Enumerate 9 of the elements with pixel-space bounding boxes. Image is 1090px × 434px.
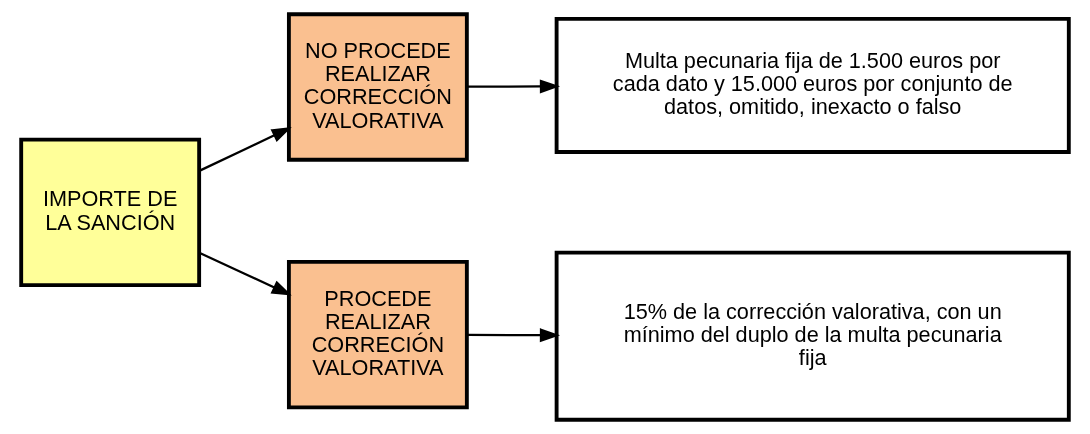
node-box: NO PROCEDE REALIZAR CORRECCIÓN VALORATIVA	[286, 12, 469, 162]
arrow	[199, 252, 292, 296]
node-box: Multa pecunaria fija de 1.500 euros por cada dato y 15.000 euros por conjunto de datos, omitido, inexacto o falso	[554, 17, 1071, 154]
arrow	[467, 79, 560, 94]
node-box: 15% de la corrección valorativa, con un mínimo del duplo de la multa pecunaria fija	[554, 250, 1071, 422]
arrow	[199, 127, 292, 172]
node-box: IMPORTE DE LA SANCIÓN	[19, 137, 202, 288]
arrow	[467, 328, 560, 343]
node-box: PROCEDE REALIZAR CORRECIÓN VALORATIVA	[286, 259, 469, 410]
